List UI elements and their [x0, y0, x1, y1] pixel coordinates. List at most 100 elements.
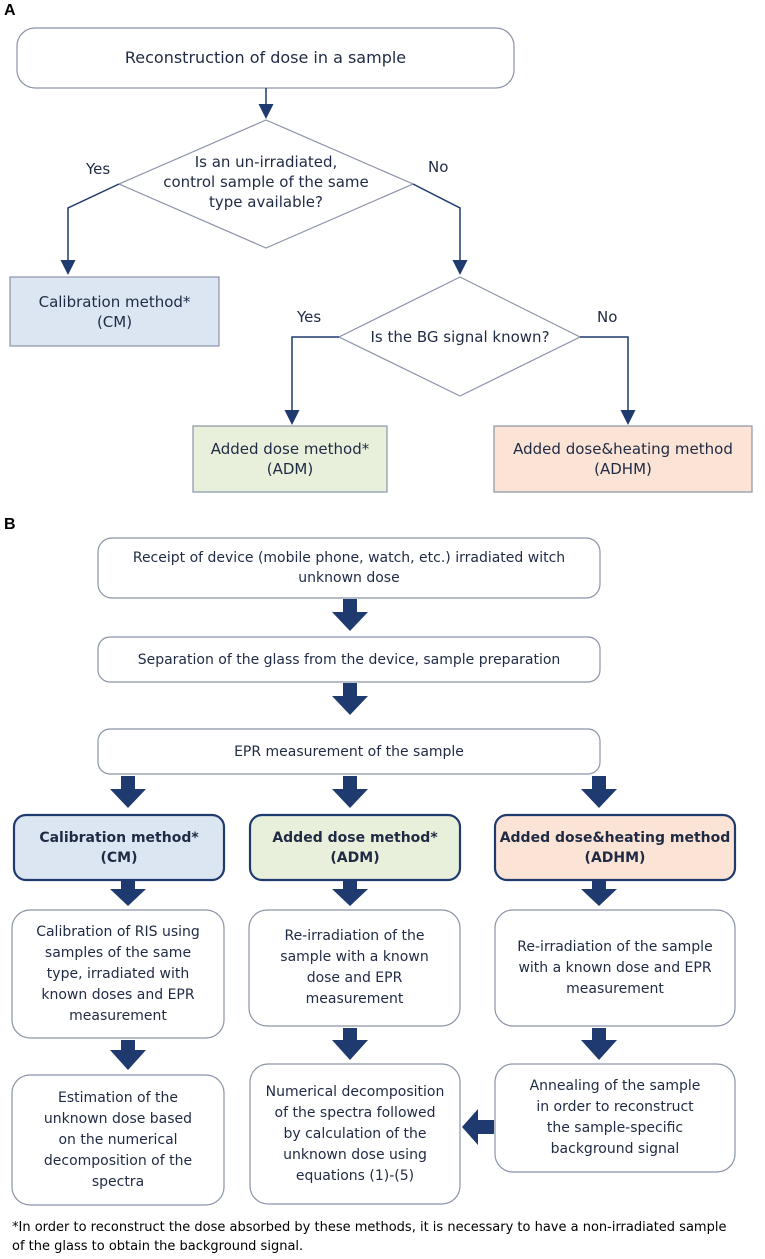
adm-step2-line-5: equations (1)-(5) — [295, 1167, 415, 1184]
block-arrow-separation-epr — [332, 683, 368, 715]
cm-step1-line-5: measurement — [69, 1007, 167, 1024]
decision2-yes-label: Yes — [297, 308, 322, 326]
adhm-a-text: Added dose&heating method (ADHM) — [494, 426, 752, 492]
block-arrow-cm-step1 — [110, 881, 146, 906]
adhm-step2-line-4: background signal — [550, 1141, 680, 1157]
cm-step2-line-4: decomposition of the — [43, 1152, 193, 1169]
separation-box — [97, 636, 601, 683]
cm-method-text: Calibration method* (CM) — [14, 815, 224, 880]
block-arrow-epr-adhm — [581, 776, 617, 808]
decision1-line-3: type available? — [209, 193, 323, 211]
edge-decision2-yes — [284, 336, 339, 425]
cm-step1-line-4: known doses and EPR — [41, 986, 195, 1003]
decision2-diamond — [337, 276, 582, 397]
decision1-diamond — [117, 119, 415, 249]
block-arrow-adm-step2 — [332, 1028, 368, 1060]
adm-step2-line-2: of the spectra followed — [274, 1104, 436, 1121]
calibration-text: Calibration method* (CM) — [10, 277, 219, 346]
block-arrow-adhm-to-adm — [462, 1109, 494, 1145]
adhm-step1-text: Re-irradiation of the sample with a know… — [495, 910, 735, 1026]
decision2-no-label: No — [597, 308, 618, 326]
edge-decision1-yes — [60, 183, 120, 275]
receipt-text: Receipt of device (mobile phone, watch, … — [98, 538, 600, 598]
cm-method-line-2: (CM) — [100, 849, 138, 866]
adhm-step2-box — [494, 1063, 736, 1173]
adhm-step1-box — [494, 909, 736, 1027]
block-arrow-epr-cm — [110, 776, 146, 808]
decision2-label: Is the BG signal known? — [370, 328, 550, 346]
calibration-line-1: Calibration method* — [38, 292, 191, 311]
receipt-line-2: unknown dose — [298, 570, 400, 586]
adm-box — [192, 425, 388, 493]
footnote: *In order to reconstruct the dose absorb… — [12, 1218, 760, 1256]
adhm-method-line-1: Added dose&heating method — [499, 829, 731, 846]
adhm-step1-line-1: Re-irradiation of the sample — [517, 938, 713, 955]
adm-method-box — [248, 813, 462, 882]
adm-step1-line-3: dose and EPR — [306, 970, 403, 986]
adm-method-line-2: (ADM) — [330, 849, 380, 866]
block-arrow-adm-step1 — [332, 881, 368, 906]
adhm-step2-line-3: the sample-specific — [546, 1120, 684, 1136]
cm-step2-line-3: on the numerical — [58, 1131, 178, 1148]
adm-step1-line-4: measurement — [305, 991, 404, 1007]
adm-step1-line-2: sample with a known — [280, 949, 429, 965]
adm-step2-line-1: Numerical decomposition — [265, 1083, 445, 1100]
adhm-step1-line-2: with a known dose and EPR — [518, 959, 712, 976]
cm-step2-text: Estimation of the unknown dose based on … — [12, 1075, 224, 1205]
cm-step1-line-1: Calibration of RIS using — [36, 923, 200, 940]
adhm-box — [493, 425, 753, 493]
adm-a-line-1: Added dose method* — [210, 440, 370, 458]
adm-step1-text: Re-irradiation of the sample with a know… — [249, 910, 460, 1026]
adhm-method-text: Added dose&heating method (ADHM) — [495, 815, 735, 880]
panel-a-letter: A — [4, 2, 16, 19]
adhm-step2-line-1: Annealing of the sample — [529, 1078, 701, 1094]
adm-step2-text: Numerical decomposition of the spectra f… — [250, 1064, 460, 1204]
cm-step2-line-1: Estimation of the — [58, 1089, 178, 1106]
adhm-method-box — [493, 813, 737, 882]
start-text: Reconstruction of dose in a sample — [17, 28, 514, 88]
adhm-step1-line-3: measurement — [566, 980, 664, 997]
decision1-yes-label: Yes — [86, 160, 111, 178]
cm-step2-box — [11, 1074, 225, 1206]
cm-step1-text: Calibration of RIS using samples of the … — [12, 910, 224, 1038]
decision1-no-label: No — [428, 158, 449, 176]
edge-decision2-no — [580, 336, 636, 425]
decision1-line-2: control sample of the same — [163, 173, 369, 191]
adhm-step2-text: Annealing of the sample in order to reco… — [495, 1064, 735, 1172]
block-arrow-adhm-step2 — [581, 1028, 617, 1060]
edge-decision1-no — [412, 183, 468, 275]
cm-step1-box — [11, 909, 225, 1039]
decision1-line-1: Is an un-irradiated, — [194, 153, 338, 171]
adhm-method-line-2: (ADHM) — [584, 849, 646, 866]
separation-text: Separation of the glass from the device,… — [98, 637, 600, 682]
block-arrow-receipt-separation — [332, 599, 368, 631]
block-arrow-cm-step2 — [110, 1040, 146, 1070]
footnote-line-2: of the glass to obtain the background si… — [12, 1239, 304, 1254]
panel-b-letter: B — [4, 516, 16, 533]
adhm-a-line-2: (ADHM) — [594, 460, 652, 478]
adm-step1-box — [248, 909, 461, 1027]
cm-step2-line-2: unknown dose based — [43, 1110, 193, 1127]
adm-step2-line-3: by calculation of the — [283, 1125, 427, 1142]
adhm-step2-line-2: in order to reconstruct — [536, 1099, 694, 1115]
cm-method-box — [12, 813, 226, 882]
cm-step2-line-5: spectra — [91, 1173, 145, 1190]
cm-step1-line-3: type, irradiated with — [46, 965, 190, 982]
adm-method-text: Added dose method* (ADM) — [250, 815, 460, 880]
adm-a-text: Added dose method* (ADM) — [193, 426, 387, 492]
calibration-line-2: (CM) — [96, 312, 133, 331]
epr-label: EPR measurement of the sample — [234, 743, 464, 760]
cm-method-line-1: Calibration method* — [39, 829, 199, 846]
adm-step2-box — [249, 1063, 461, 1205]
decision1-text: Is an un-irradiated, control sample of t… — [159, 152, 373, 212]
cm-step1-line-2: samples of the same — [44, 944, 192, 961]
adm-step1-line-1: Re-irradiation of the — [284, 928, 425, 944]
epr-text: EPR measurement of the sample — [98, 729, 600, 774]
decision2-text: Is the BG signal known? — [355, 327, 565, 347]
epr-box — [97, 728, 601, 775]
adhm-a-line-1: Added dose&heating method — [513, 440, 733, 458]
separation-label: Separation of the glass from the device,… — [137, 651, 561, 668]
receipt-line-1: Receipt of device (mobile phone, watch, … — [132, 550, 566, 566]
calibration-box — [9, 276, 220, 347]
